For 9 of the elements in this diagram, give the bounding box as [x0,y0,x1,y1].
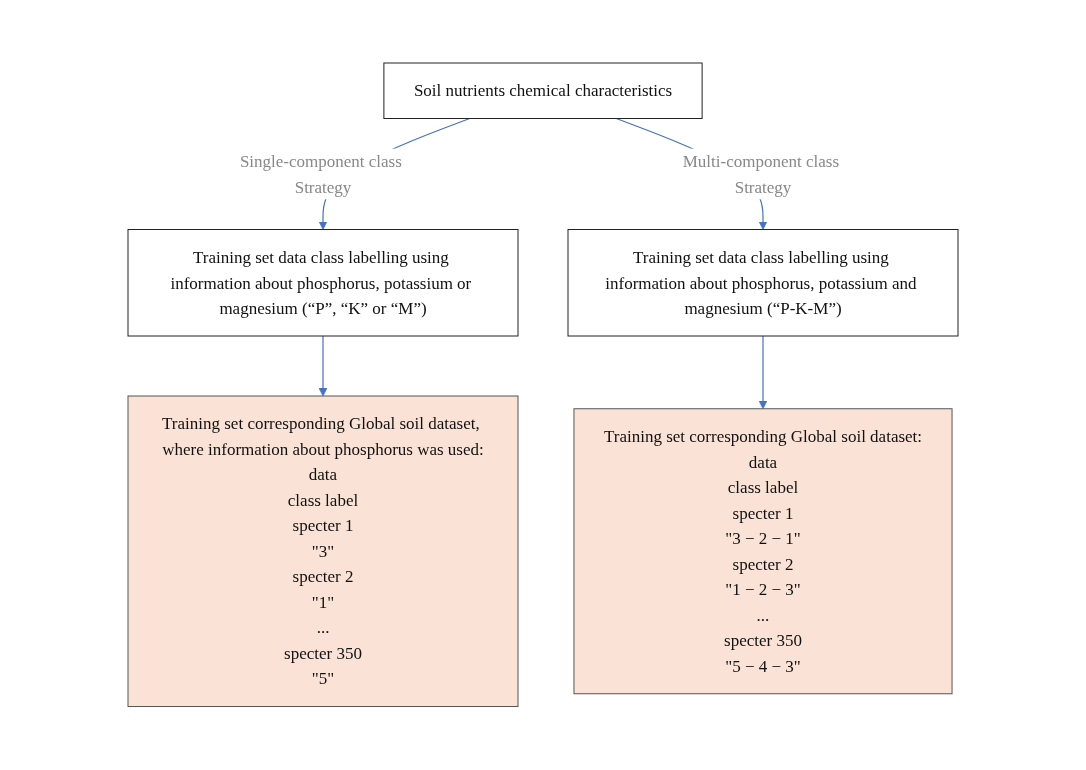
node-box: Training set corresponding Global soil dataset: data class label specter 1 "3 − 2 − 1" specter 2 "1 − 2 − 3" ... specter 350 "5 − 4 − 3" [573,408,953,695]
node-box: Training set corresponding Global soil dataset, where information about phosphorus was used: data class label specter 1 "3" specter 2 "1" ... specter 350 "5" [127,395,519,708]
node-box: Soil nutrients chemical characteristics [383,62,703,120]
edge-label: Multi-component class Strategy [682,151,840,197]
node-box: Training set data class labelling using information about phosphorus, potassium or magnesium (“P”, “K” or “M”) [127,229,519,337]
arrow [318,335,328,397]
edge-label: Single-component class Strategy [239,151,402,197]
arrow [758,335,768,410]
node-box: Training set data class labelling using information about phosphorus, potassium and magnesium (“P-K-M”) [567,229,959,337]
